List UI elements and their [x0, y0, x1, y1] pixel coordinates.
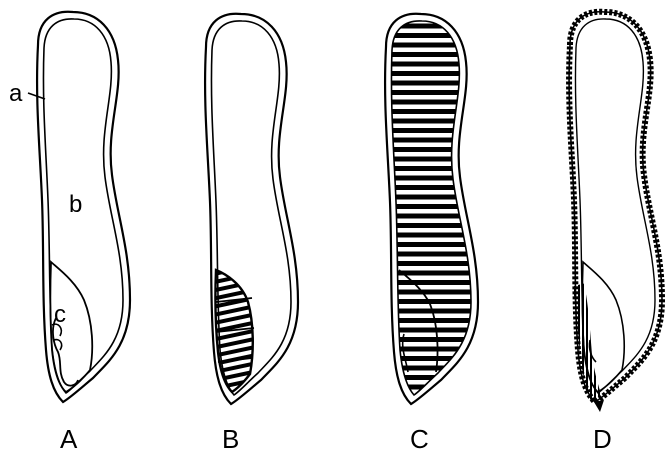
panel-label-a: A	[60, 424, 78, 454]
part-label-c: c	[54, 301, 66, 328]
panel-d	[569, 12, 662, 412]
panel-b	[205, 14, 298, 404]
stained-embryo-edge	[578, 285, 596, 398]
part-label-a: a	[9, 80, 23, 107]
part-label-b: b	[69, 191, 82, 218]
panel-label-d: D	[593, 424, 612, 454]
panel-label-b: B	[222, 424, 239, 454]
panel-label-c: C	[410, 424, 429, 454]
panel-c	[385, 14, 478, 404]
